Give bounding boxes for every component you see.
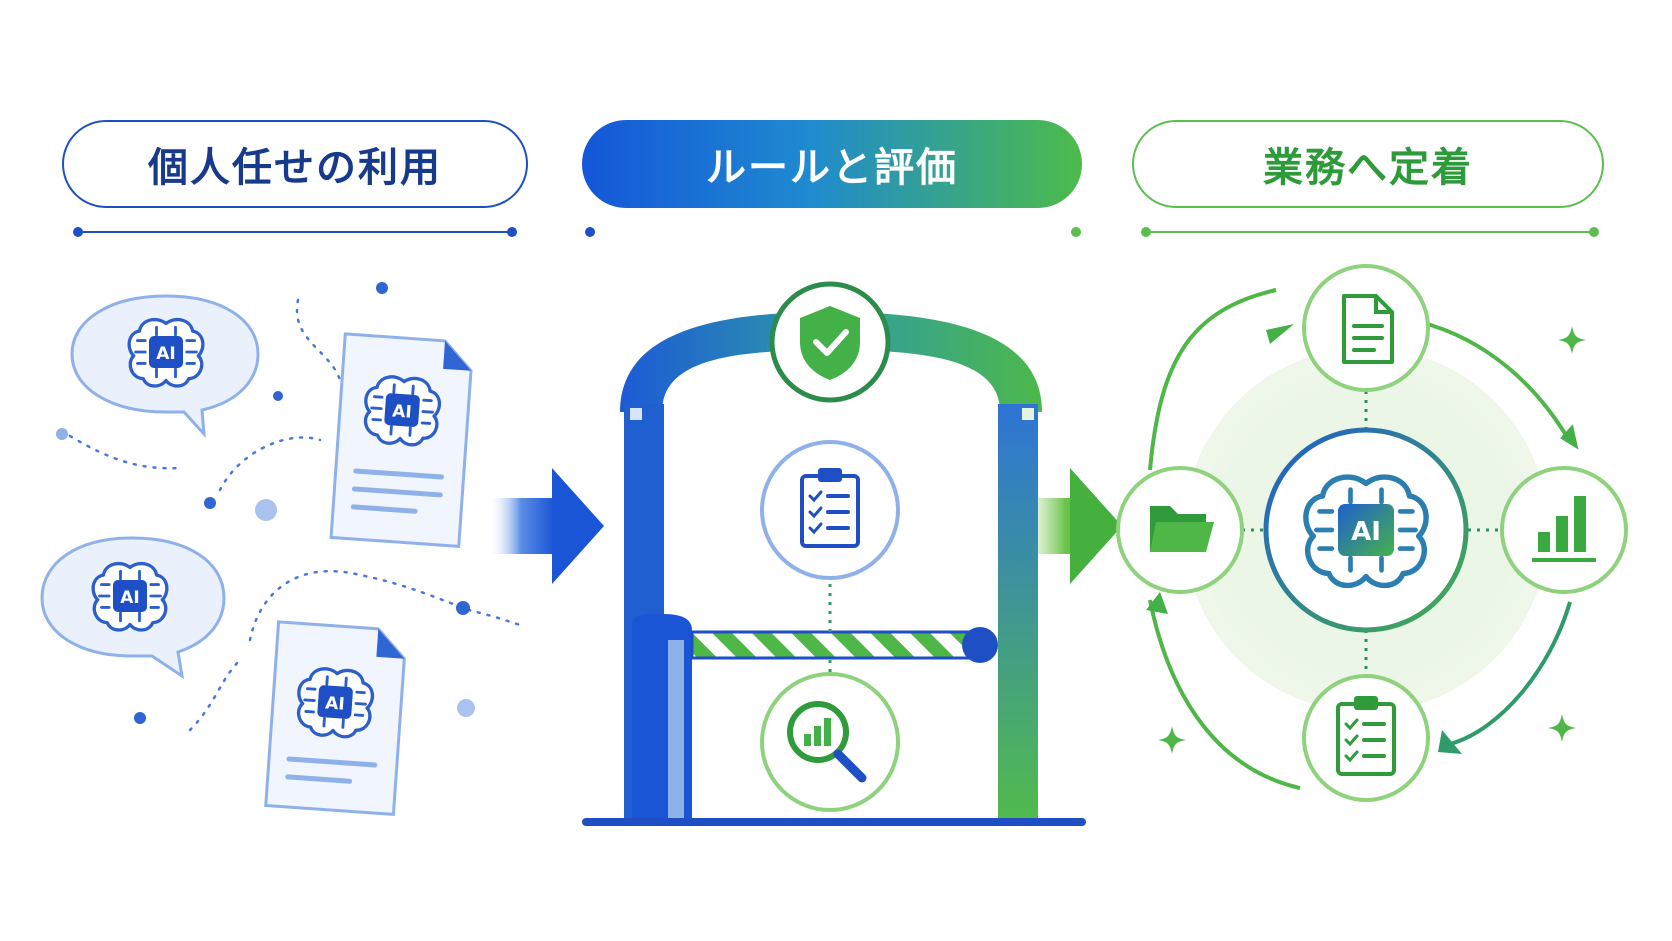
sparkle-icon [1158,726,1186,754]
clipboard-checklist-icon [760,440,900,580]
clipboard-checklist-icon [1302,674,1430,802]
ai-badge-text: AI [392,401,413,422]
stage-label-rules-text: ルールと評価 [706,145,958,191]
folder-icon [1116,466,1244,594]
magnifier-chart-icon [760,672,900,812]
chat-bubble-ai-icon: AI [70,294,260,439]
stage-label-adoption-text: 業務へ定着 [1263,145,1473,191]
stage-label-adoption: 業務へ定着 [1132,120,1604,208]
sparkle-icon [1558,326,1586,354]
stage-label-rules: ルールと評価 [582,120,1082,208]
shield-check-icon [769,281,891,403]
ai-badge-text: AI [120,588,139,608]
ai-badge-text: AI [325,693,346,714]
stage-label-individual-text: 個人任せの利用 [148,145,442,191]
document-ai-icon: AI [264,620,406,816]
flow-arrow-2 [1036,468,1122,584]
ai-badge-text: AI [1351,517,1381,547]
stage-label-individual: 個人任せの利用 [62,120,528,208]
stage1-scatter: AI AI AI [40,282,522,816]
bar-chart-icon [1500,466,1628,594]
document-icon [1302,264,1430,392]
flow-arrow-1 [488,468,604,584]
underline-rules [585,227,1081,237]
document-ai-icon: AI [329,332,473,548]
ai-badge-text: AI [156,344,175,364]
underline-adoption [1141,227,1599,237]
sparkle-icon [1548,714,1576,742]
ai-brain-hub-icon: AI [1263,427,1469,633]
chat-bubble-ai-icon: AI [40,536,226,680]
underline-individual [73,227,517,237]
barrier-gate-icon [582,312,1086,826]
